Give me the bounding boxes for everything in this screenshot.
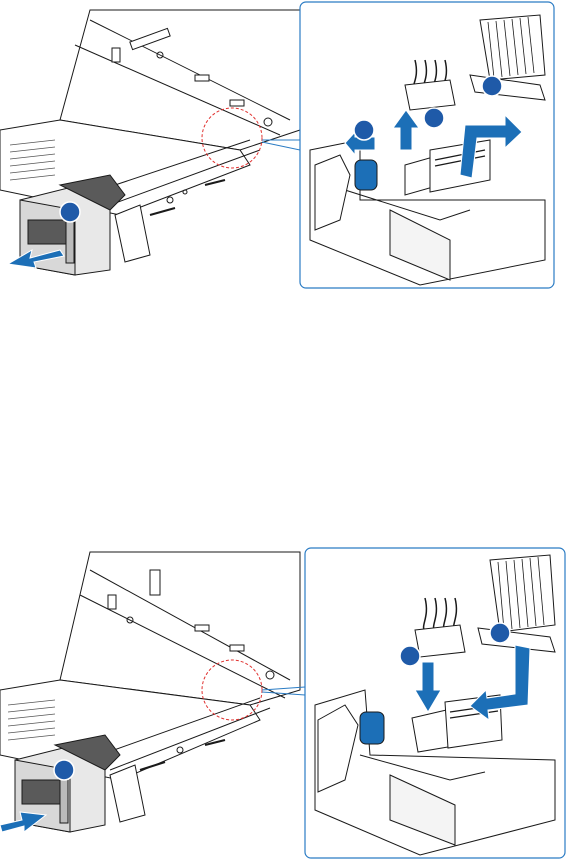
installation-illustration: [0, 540, 569, 862]
callout-badge-2: [400, 646, 420, 666]
callout-badge-2: [354, 120, 374, 140]
removal-panel: [0, 0, 569, 300]
callout-badge-3: [424, 108, 444, 128]
callout-badge-3: [490, 623, 510, 643]
callout-badge-1: [60, 202, 80, 222]
server-chassis: [0, 552, 300, 780]
callout-badge-4: [482, 76, 502, 96]
removal-illustration: [0, 0, 569, 300]
detail-inset: [305, 548, 565, 858]
callout-badge-1: [54, 760, 74, 780]
detail-inset: [300, 2, 554, 288]
server-chassis: [0, 10, 300, 215]
installation-panel: [0, 540, 569, 862]
